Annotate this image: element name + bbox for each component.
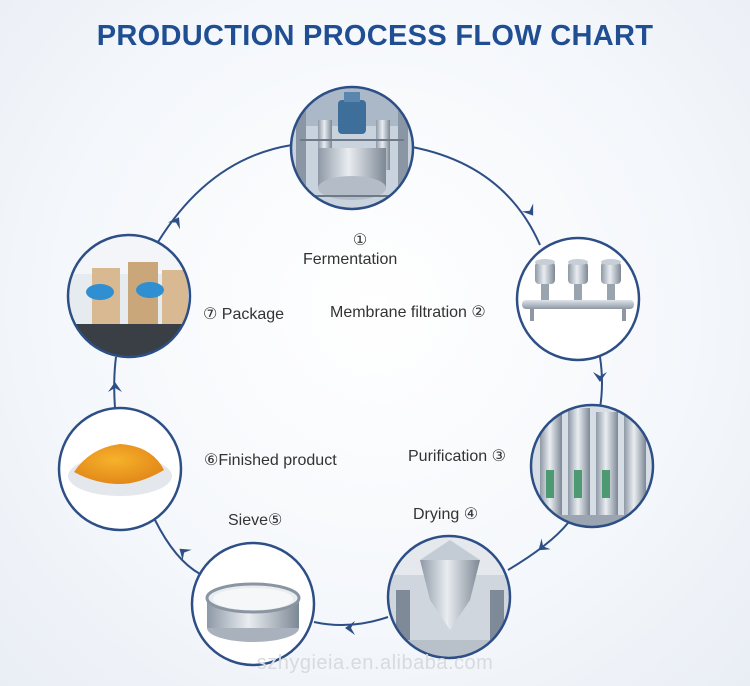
flow-arrows — [108, 203, 607, 635]
connector-5-6 — [154, 519, 201, 575]
membrane-filter-photo — [515, 236, 641, 362]
fermentation-tank-photo — [289, 85, 415, 211]
sieve-photo — [190, 541, 316, 667]
connector-3-4 — [507, 522, 569, 571]
step-4-name: Drying — [413, 506, 460, 523]
drying-mixer-photo — [386, 534, 512, 660]
step-2-marker: ② — [471, 304, 486, 321]
step-3-marker: ③ — [491, 448, 506, 465]
connector-2-3 — [599, 356, 603, 409]
step-2-label: Membrane filtration ② — [330, 302, 486, 322]
step-1-label: ① — [340, 230, 380, 250]
connector-7-1 — [157, 144, 293, 243]
step-6-name: Finished product — [218, 452, 337, 469]
arrow-to-2-icon — [521, 203, 534, 216]
orange-powder-photo — [57, 406, 183, 532]
connector-6-7 — [113, 356, 117, 409]
arrow-to-4-icon — [538, 538, 551, 551]
page-title: PRODUCTION PROCESS FLOW CHART — [96, 20, 654, 52]
connector-1-2 — [411, 146, 541, 246]
step-7-label: ⑦ Package — [203, 304, 284, 324]
purification-column-photo — [529, 403, 655, 529]
step-6-label: ⑥Finished product — [204, 450, 337, 470]
arrow-to-1-icon — [167, 217, 181, 230]
step-3-name: Purification — [408, 448, 488, 465]
step-5-label: Sieve⑤ — [228, 510, 282, 530]
step-2-name: Membrane filtration — [330, 304, 467, 321]
step-5-name: Sieve — [228, 512, 269, 529]
step-6-marker: ⑥ — [204, 452, 219, 469]
step-7-marker: ⑦ — [203, 306, 218, 323]
step-1-name: Fermentation — [303, 251, 398, 268]
step-7-name: Package — [221, 306, 285, 323]
step-1-marker: ① — [352, 232, 368, 249]
flow-connectors — [113, 144, 603, 626]
step-3-label: Purification ③ — [408, 446, 506, 466]
packaging-hands-photo — [66, 233, 192, 359]
arrow-to-6-icon — [179, 548, 192, 561]
step-4-label: Drying ④ — [413, 504, 478, 524]
arrow-to-3-icon — [593, 372, 607, 382]
step-4-marker: ④ — [463, 506, 479, 523]
watermark: szhygieia.en.alibaba.com — [256, 652, 494, 674]
step-5-marker: ⑤ — [268, 512, 283, 529]
arrow-to-5-icon — [345, 621, 355, 635]
arrow-to-7-icon — [108, 382, 122, 392]
